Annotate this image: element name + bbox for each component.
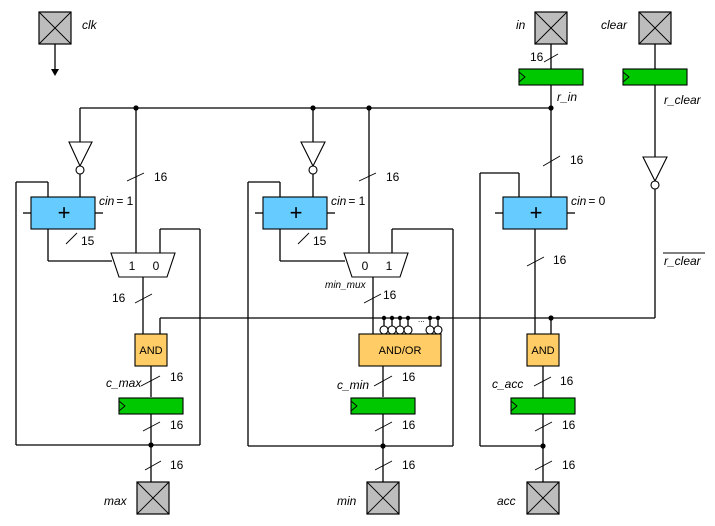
acc-sum-width: 16	[553, 253, 567, 267]
min-cin-label: cin= 1	[331, 194, 366, 208]
clear-label: clear	[601, 18, 628, 32]
max-cin-label: cin= 1	[99, 194, 134, 208]
in-port[interactable]	[534, 11, 568, 45]
acc-in-width: 16	[570, 153, 584, 167]
acc-out-width: 16	[562, 458, 576, 472]
plus-icon: +	[530, 200, 543, 225]
c-max-label: c_max	[106, 376, 142, 390]
svg-text:AND/OR: AND/OR	[379, 345, 422, 357]
min-sub-width: 15	[313, 234, 327, 248]
r-clear-label: r_clear	[664, 93, 702, 107]
acc-register[interactable]	[510, 397, 576, 415]
max-register[interactable]	[118, 397, 184, 415]
clk-port[interactable]	[38, 11, 72, 45]
max-inverter	[68, 141, 93, 175]
max-mux[interactable]: 1 0	[110, 252, 176, 278]
clear-inverter	[642, 156, 668, 190]
max-mux-width: 16	[112, 291, 126, 305]
bus-slash	[543, 53, 559, 63]
max-bus-width: 16	[154, 170, 168, 184]
svg-text:0: 0	[153, 259, 160, 273]
svg-text:1: 1	[386, 259, 393, 273]
acc-adder[interactable]: +	[502, 196, 568, 230]
clk-label: clk	[82, 18, 98, 32]
min-register[interactable]	[350, 397, 416, 415]
acc-reg-width: 16	[562, 418, 576, 432]
max-and-gate[interactable]: AND	[134, 333, 168, 367]
min-out-width: 16	[402, 458, 416, 472]
svg-text:AND: AND	[139, 345, 162, 357]
svg-text:AND: AND	[531, 345, 554, 357]
max-out-width: 16	[170, 458, 184, 472]
c-min-width: 16	[402, 370, 416, 384]
r-in-register[interactable]	[518, 68, 584, 86]
acc-label: acc	[497, 494, 516, 508]
min-and-or-gate[interactable]: AND/OR	[358, 333, 442, 367]
min-mux[interactable]: 0 1	[343, 252, 409, 278]
min-inverter	[300, 141, 326, 175]
min-adder[interactable]: +	[262, 196, 328, 230]
min-port[interactable]	[366, 481, 400, 515]
ellipsis-label: ...	[418, 315, 425, 324]
c-max-width: 16	[170, 370, 184, 384]
max-adder[interactable]: +	[30, 196, 96, 230]
svg-text:0: 0	[362, 259, 369, 273]
min-label: min	[337, 494, 357, 508]
max-reg-width: 16	[170, 418, 184, 432]
max-sub-width: 15	[81, 234, 95, 248]
svg-text:r_clear: r_clear	[664, 254, 702, 268]
r-clear-register[interactable]	[622, 68, 688, 86]
clear-port[interactable]	[638, 11, 672, 45]
r-clear-bar-label: r_clear	[663, 252, 705, 268]
min-bus-width: 16	[386, 170, 400, 184]
and-or-inverted-taps: ...	[379, 315, 443, 335]
svg-text:1: 1	[129, 259, 136, 273]
min-mux-label: min_mux	[325, 280, 367, 291]
c-acc-width: 16	[560, 374, 574, 388]
clk-arrow-icon	[51, 69, 59, 76]
r-in-label: r_in	[557, 90, 577, 104]
plus-icon: +	[290, 200, 303, 225]
acc-cin-label: cin= 0	[571, 194, 606, 208]
acc-port[interactable]	[526, 481, 560, 515]
acc-and-gate[interactable]: AND	[526, 333, 560, 367]
c-min-label: c_min	[337, 378, 369, 392]
plus-icon: +	[58, 200, 71, 225]
max-label: max	[104, 494, 128, 508]
in-label: in	[516, 18, 526, 32]
min-reg-width: 16	[402, 418, 416, 432]
in-width-label: 16	[530, 50, 544, 64]
c-acc-label: c_acc	[492, 377, 523, 391]
min-mux-width: 16	[383, 288, 397, 302]
max-port[interactable]	[136, 481, 170, 515]
